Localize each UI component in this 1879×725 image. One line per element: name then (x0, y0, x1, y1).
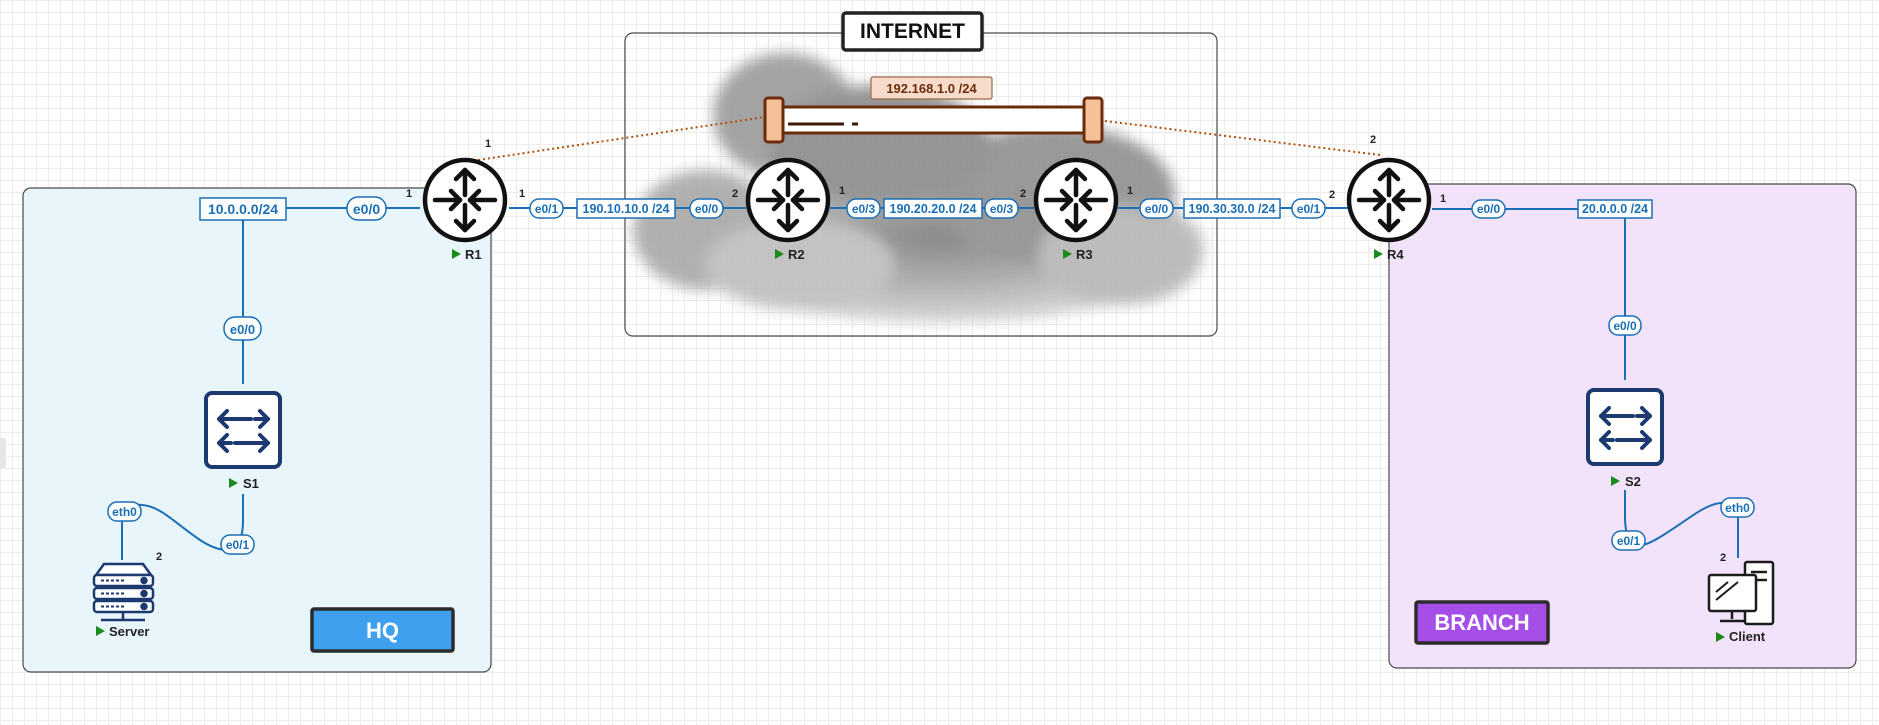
router-r1[interactable]: R1 (425, 160, 505, 262)
play-icon (96, 626, 105, 636)
r4-tunnel-host-id: 2 (1370, 134, 1376, 146)
s2-uplink-interface-pill (1608, 315, 1642, 336)
tunnel-link-r1 (477, 116, 766, 161)
r4-wan-host-id: 2 (1329, 189, 1335, 201)
r1-wan-host-id: 1 (519, 188, 525, 200)
r1-hq-host-id: 1 (406, 188, 412, 200)
r4-branch-host-id: 1 (1440, 193, 1446, 205)
tunnel-icon (763, 96, 1104, 144)
r4-branch-interface-pill (1471, 199, 1506, 219)
server-label: Server (109, 624, 149, 639)
s2-uplink-interface: e0/0 (1613, 319, 1637, 333)
r3-right-interface: e0/0 (1145, 202, 1169, 216)
r1-tunnel-host-id: 1 (485, 138, 491, 150)
client-label: Client (1729, 629, 1766, 644)
desktop-computer-icon (1707, 560, 1775, 626)
branch-badge-label: BRANCH (1434, 610, 1529, 635)
r4-wan-interface-pill (1291, 198, 1326, 219)
router-r1-label: R1 (465, 247, 482, 262)
switch-s1-label: S1 (243, 476, 259, 491)
client-host-id: 2 (1720, 552, 1726, 564)
play-icon (1374, 249, 1383, 259)
r3-r4-subnet: 190.30.30.0 /24 (1189, 202, 1276, 216)
s1-server-interface-pill (220, 534, 255, 555)
play-icon (1063, 249, 1072, 259)
server-nic: eth0 (112, 505, 137, 519)
play-icon (229, 478, 238, 488)
switch-icon (1586, 388, 1664, 466)
hq-badge-label: HQ (366, 618, 399, 643)
r3-right-interface-pill (1139, 198, 1174, 219)
r2-left-interface: e0/0 (695, 202, 719, 216)
server-nic-pill (107, 501, 142, 522)
branch-subnet: 20.0.0.0 /24 (1582, 202, 1648, 216)
r4-branch-interface: e0/0 (1477, 202, 1501, 216)
s2-client-interface-pill (1611, 530, 1646, 551)
r1-hq-interface-pill (346, 196, 387, 221)
play-icon (452, 249, 461, 259)
r1-r2-subnet: 190.10.10.0 /24 (583, 202, 670, 216)
s1-uplink-interface: e0/0 (230, 322, 255, 337)
branch-badge: BRANCH (1414, 600, 1550, 645)
s1-uplink-interface-pill (223, 316, 262, 341)
r4-wan-interface: e0/1 (1297, 202, 1321, 216)
r3-left-interface-pill (984, 198, 1019, 219)
hq-subnet: 10.0.0.0/24 (208, 201, 278, 217)
r3-left-host-id: 2 (1020, 188, 1026, 200)
tunnel-subnet: 192.168.1.0 /24 (886, 81, 977, 96)
router-r3[interactable]: R3 (1036, 160, 1116, 262)
switch-icon (204, 391, 282, 469)
router-r2[interactable]: R2 (748, 160, 828, 262)
router-icon (425, 160, 505, 240)
router-icon (748, 160, 828, 240)
switch-s1[interactable]: S1 (204, 391, 282, 491)
play-icon (775, 249, 784, 259)
server-node[interactable]: Server (92, 562, 155, 639)
r1-r2-subnet-box (576, 198, 676, 219)
play-icon (1716, 632, 1725, 642)
server-icon (92, 562, 155, 622)
r2-r3-subnet-box (883, 198, 983, 219)
r3-left-interface: e0/3 (990, 202, 1014, 216)
hq-badge: HQ (310, 607, 455, 653)
hq-subnet-box (199, 197, 287, 221)
r2-r3-subnet: 190.20.20.0 /24 (890, 202, 977, 216)
router-icon (1036, 160, 1116, 240)
r1-wan-interface-pill (529, 198, 564, 219)
router-icon (1349, 160, 1429, 240)
s1-server-interface: e0/1 (226, 538, 250, 552)
switch-s2[interactable]: S2 (1586, 388, 1664, 489)
play-icon (1611, 476, 1620, 486)
r3-r4-subnet-box (1183, 198, 1281, 219)
router-r2-label: R2 (788, 247, 805, 262)
r2-right-interface-pill (846, 198, 881, 219)
r3-right-host-id: 1 (1127, 185, 1133, 197)
tunnel-link-r4 (1104, 120, 1381, 156)
s2-client-interface: e0/1 (1617, 534, 1641, 548)
internet-title: INTERNET (860, 20, 965, 43)
router-r4[interactable]: R4 (1349, 160, 1429, 262)
r2-right-interface: e0/3 (852, 202, 876, 216)
server-host-id: 2 (156, 551, 162, 563)
switch-s2-label: S2 (1625, 474, 1641, 489)
router-r3-label: R3 (1076, 247, 1093, 262)
tunnel-subnet-box (870, 76, 993, 100)
client-nic-pill (1720, 497, 1755, 518)
router-r4-label: R4 (1387, 247, 1404, 262)
client-nic: eth0 (1725, 501, 1750, 515)
r1-hq-interface: e0/0 (353, 201, 380, 217)
r1-wan-interface: e0/1 (535, 202, 559, 216)
r2-left-host-id: 2 (732, 188, 738, 200)
client-node[interactable]: Client (1707, 560, 1775, 644)
r2-right-host-id: 1 (839, 185, 845, 197)
branch-subnet-box (1577, 199, 1653, 219)
r2-left-interface-pill (689, 198, 724, 219)
internet-title-box (841, 11, 984, 52)
left-edge-handle[interactable] (0, 438, 6, 468)
